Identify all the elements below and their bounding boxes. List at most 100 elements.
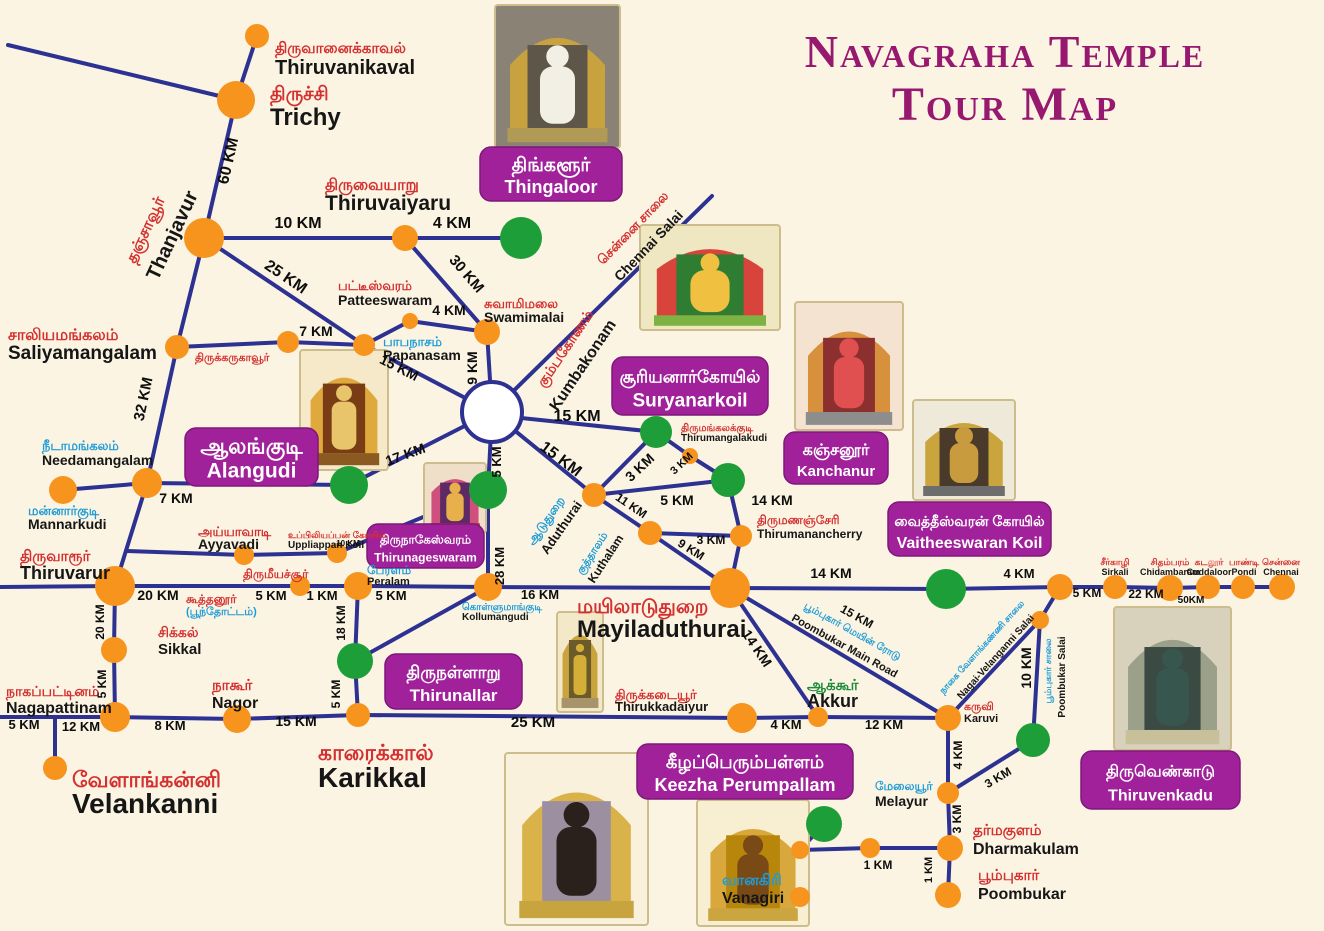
temple-circle-suryanarkoil <box>640 416 672 448</box>
distance-label-6-9-km: 9 KM <box>464 351 480 384</box>
distance-label-41-20-km: 20 KM <box>93 604 107 639</box>
road-ayyavadi-road <box>124 488 490 557</box>
label-thirumanancherry-tamil: திருமணஞ்சேரி <box>757 513 840 528</box>
label-peralam-tamil: பேரளம் <box>367 563 411 577</box>
town-node-nagapattinam <box>100 702 130 732</box>
label-velankanni-tamil: வேளாங்கன்னி <box>72 767 221 792</box>
temple-box-thingaloor-tamil: திங்களூர் <box>512 155 592 178</box>
label-dharmakulam-english: Dharmakulam <box>973 841 1079 858</box>
label-patteeswaram-english: Patteeswaram <box>338 292 432 308</box>
map-title-line1: Navagraha Temple <box>804 26 1206 77</box>
road-coastal-road <box>0 713 950 721</box>
label-sikkal-english: Sikkal <box>158 641 201 658</box>
label-karuvi-english: Karuvi <box>964 713 998 725</box>
town-node-melayur <box>937 782 959 804</box>
label-mayiladuthurai-tamil: மயிலாடுதுறை <box>577 596 708 620</box>
town-node-sikkal <box>101 637 127 663</box>
town-node-kollumangudi <box>474 573 502 601</box>
label-thirumeeyachur-tamil: திருமீயச்சூர் <box>243 567 309 582</box>
town-node-vaitheeswaran-junction <box>1047 574 1073 600</box>
distance-label-40-16-km: 16 KM <box>521 587 559 602</box>
town-node-trichy <box>217 81 255 119</box>
label-nagor-tamil: நாகூர் <box>211 677 254 695</box>
distance-label-9-32-km: 32 KM <box>131 376 157 423</box>
town-node-thirumeeyachur <box>290 576 310 596</box>
thirunallar-deity-image <box>504 752 649 926</box>
map-title: Navagraha Temple Tour Map <box>700 26 1310 131</box>
town-node-akkur <box>808 707 828 727</box>
temple-circle-alangudi <box>330 466 368 504</box>
label-velankanni-english: Velankanni <box>72 788 218 819</box>
town-node-suryanarkoil-link <box>682 448 698 464</box>
town-node-mayiladuthurai <box>710 568 750 608</box>
distance-label-46-12-km: 12 KM <box>62 719 100 734</box>
temple-circle-vaitheeswaran-koil <box>926 569 966 609</box>
distance-label-52-10-km: 10 KM <box>336 539 360 548</box>
temple-box-thiruvenkadu-tamil: திருவெண்காடு <box>1106 764 1215 782</box>
distance-label-13-15-km: 15 KM <box>537 438 585 480</box>
suryanarkoil-deity-image <box>639 224 781 331</box>
label-koothanur-tamil: கூத்தனூர் <box>186 592 237 607</box>
distance-label-49-25-km: 25 KM <box>511 714 555 731</box>
label-melayur-tamil: மேலையூர் <box>875 779 933 794</box>
road-aduthurai-kanchanur <box>592 478 730 497</box>
label-vanagiri-tamil: வானகிரி <box>722 872 782 889</box>
town-node-velankanni <box>43 756 67 780</box>
road-saliyamangalam-papanasam <box>175 340 366 349</box>
label-vanagiri-english: Vanagiri <box>722 890 784 907</box>
distance-label-27-50km: 50KM <box>1178 595 1205 606</box>
town-node-perumpallam-east <box>860 838 880 858</box>
label-thirumangalakudi-english: Thirumangalakudi <box>681 433 767 444</box>
label-dharmakulam-tamil: தர்மகுளம் <box>973 822 1042 840</box>
label-poombukar-salai-english: Poombukar Salai <box>1057 636 1068 717</box>
label-peralam-english: Peralam <box>367 576 410 588</box>
temple-box-keezha-perumpallam: கீழப்பெரும்பள்ளம்Keezha Perumpallam <box>636 743 854 800</box>
road-trichy-west <box>6 43 238 102</box>
label-nagapattinam-tamil: நாகப்பட்டினம் <box>5 683 99 701</box>
town-node-papanasam <box>353 334 375 356</box>
town-node-chennai <box>1269 574 1295 600</box>
label-thirukkarugavur-tamil: திருக்கருகாவூர் <box>195 352 270 365</box>
town-node-saliyamangalam <box>165 335 189 359</box>
distance-label-30-10-km: 10 KM <box>1018 647 1034 688</box>
label-poombukar-salai-tamil: பூம்புகார் சாலை <box>1043 638 1054 703</box>
town-node-perumpallam-west <box>791 841 809 859</box>
label-karikkal-english: Karikkal <box>318 762 427 793</box>
label-trichy-tamil: திருச்சி <box>270 84 329 107</box>
label-thiruvarur-english: Thiruvarur <box>20 563 110 583</box>
town-node-thirukkarugavur <box>277 331 299 353</box>
temple-box-suryanarkoil-english: Suryanarkoil <box>632 390 747 411</box>
distance-label-12-15-km: 15 KM <box>553 408 600 425</box>
distance-label-34-1-km: 1 KM <box>923 857 935 883</box>
label-mannarkudi-english: Mannarkudi <box>28 516 107 532</box>
temple-circle-kanchanur <box>711 463 745 497</box>
hub-kumbakonam-hub <box>460 380 524 444</box>
keezha-perumpallam-deity-image <box>696 799 810 927</box>
label-kollumangudi-tamil: கொள்ளுமாங்குடி <box>462 601 543 614</box>
label-karuvi-tamil: கருவி <box>964 701 994 714</box>
distance-label-50-4-km: 4 KM <box>770 717 801 732</box>
label-chidambaram-english: Chidambaram <box>1140 567 1200 577</box>
label-mayiladuthurai-english: Mayiladuthurai <box>577 616 746 643</box>
town-node-chidambaram <box>1157 575 1183 601</box>
label-papanasam-tamil: பாபநாசம் <box>383 334 442 350</box>
temple-box-thiruvenkadu-english: Thiruvenkadu <box>1108 787 1213 804</box>
town-node-thirukkadaiyur <box>727 703 757 733</box>
label-chidambaram-tamil: சிதம்பரம் <box>1151 557 1190 568</box>
label-swamimalai-tamil: சுவாமிமலை <box>484 296 558 311</box>
distance-label-45-5-km: 5 KM <box>8 717 39 732</box>
road-kollumangudi-thirunallar <box>353 585 490 663</box>
temple-box-thirunageswaram-english: Thirunageswaram <box>374 550 477 564</box>
label-papanasam-english: Papanasam <box>383 347 461 363</box>
label-melayur-english: Melayur <box>875 793 928 809</box>
town-node-sirkali <box>1103 575 1127 599</box>
label-thirumangalakudi-tamil: திருமங்கலக்குடி <box>681 422 754 435</box>
distance-label-11-17-km: 17 KM <box>383 440 427 469</box>
town-node-uppliappan-koil <box>327 543 347 563</box>
town-node-cuddaloor <box>1196 575 1220 599</box>
label-patteeswaram-tamil: பட்டீஸ்வரம் <box>338 278 412 293</box>
town-node-karikkal <box>346 703 370 727</box>
label-mannarkudi-tamil: மன்னார்குடி <box>28 503 100 519</box>
distance-label-25-5-km: 5 KM <box>1073 586 1102 600</box>
label-akkur-tamil: ஆக்கூர் <box>807 677 860 694</box>
